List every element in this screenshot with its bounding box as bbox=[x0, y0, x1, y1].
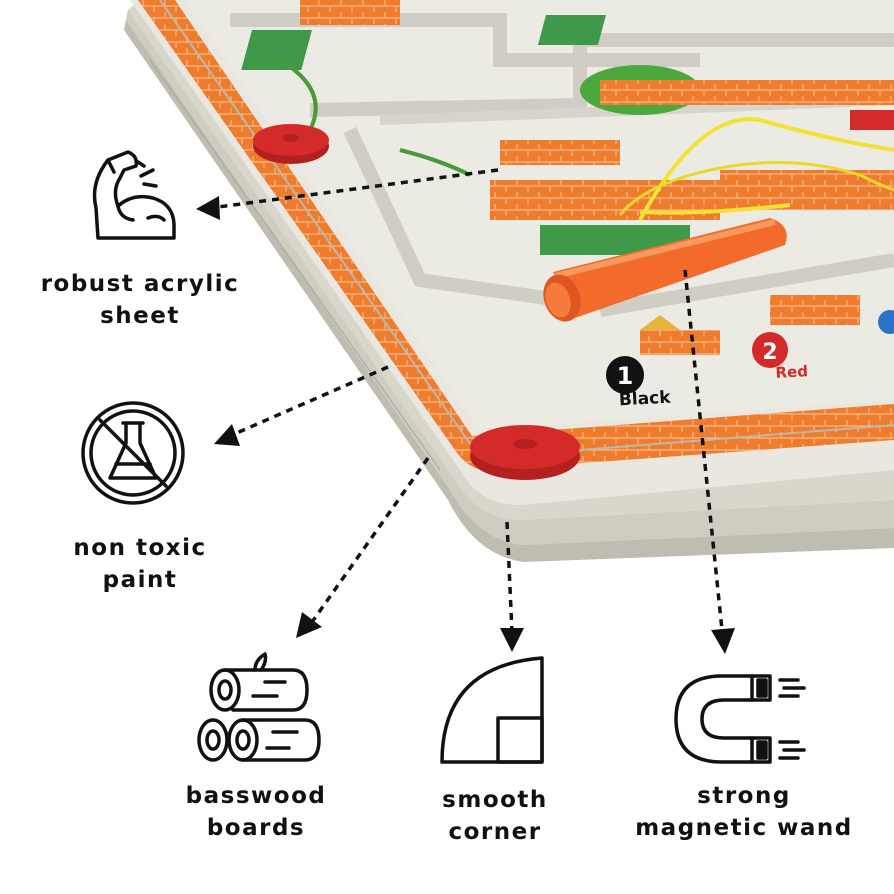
board-label-black: 1 Black bbox=[606, 356, 672, 410]
feature-label-line: smooth bbox=[442, 787, 548, 813]
board-label-1-badge bbox=[606, 356, 644, 394]
svg-text:1: 1 bbox=[617, 362, 634, 390]
feature-label-line: non toxic bbox=[73, 535, 207, 561]
magnetic-wand bbox=[543, 218, 787, 322]
magnet-icon bbox=[674, 674, 806, 764]
svg-text:Red: Red bbox=[775, 362, 808, 382]
flexed-arm-icon bbox=[92, 150, 176, 240]
brick-border bbox=[138, 0, 894, 471]
rounded-corner-icon bbox=[440, 656, 544, 764]
feature-label-magnetic-wand: strong magnetic wand bbox=[614, 780, 874, 844]
board-label-1-name: Black bbox=[618, 388, 671, 411]
no-chemical-flask-icon bbox=[81, 401, 185, 505]
feature-label-line: boards bbox=[206, 815, 306, 841]
feature-label-line: sheet bbox=[100, 303, 180, 329]
edge-line bbox=[149, 59, 441, 471]
svg-text:2: 2 bbox=[762, 340, 777, 365]
feature-label-line: magnetic wand bbox=[635, 815, 853, 841]
feature-label-line: basswood bbox=[185, 783, 327, 809]
feature-label-line: robust acrylic bbox=[40, 271, 240, 297]
wood-logs-icon bbox=[197, 652, 321, 762]
feature-label-line: paint bbox=[102, 567, 178, 593]
feature-label-smooth-corner: smooth corner bbox=[420, 784, 570, 848]
feature-label-non-toxic: non toxic paint bbox=[40, 532, 240, 596]
feature-label-line: strong bbox=[697, 783, 791, 809]
pointer-arrows bbox=[217, 168, 724, 633]
feature-label-basswood: basswood boards bbox=[166, 780, 346, 844]
board-label-red: 2 Red bbox=[752, 332, 808, 382]
wand-string bbox=[638, 117, 894, 221]
feature-label-robust-acrylic: robust acrylic sheet bbox=[20, 268, 260, 332]
feature-label-line: corner bbox=[448, 819, 542, 845]
